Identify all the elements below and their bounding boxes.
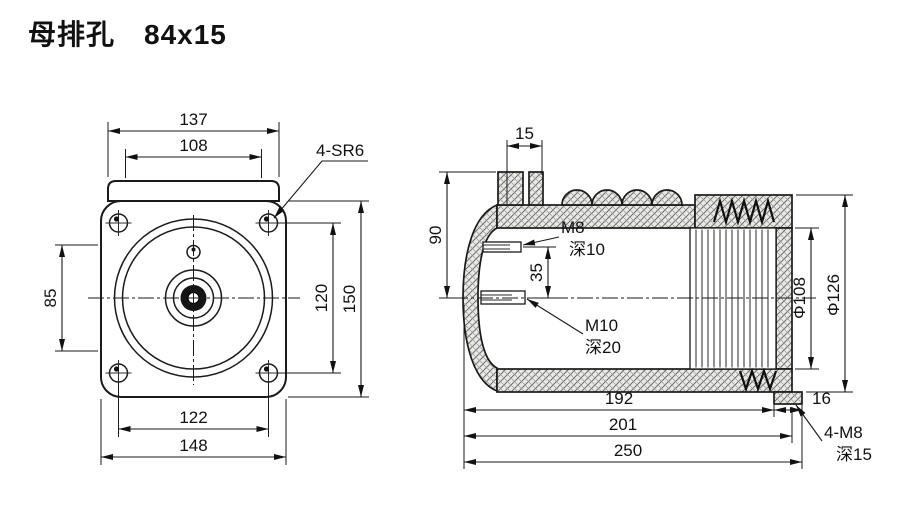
section-terminal-post — [528, 171, 544, 206]
label-corner-radius: 4-SR6 — [316, 141, 364, 160]
section-view-dimensions: 15 90 35 M8 深10 M10 深20 Φ108 — [426, 124, 872, 469]
dim-hole-spacing-v: 120 — [312, 284, 331, 312]
dim-inner-diameter: Φ108 — [790, 277, 809, 319]
label-foot-holes: 4-M8 — [824, 423, 863, 442]
front-view-centerlines — [88, 215, 300, 385]
dim-body-width: 148 — [179, 436, 207, 455]
label-m8: M8 — [561, 218, 585, 237]
flange-cap — [107, 180, 280, 202]
section-bottom-wall — [496, 368, 793, 393]
thread-symbol-top — [712, 196, 776, 227]
section-view: 15 90 35 M8 深10 M10 深20 Φ108 — [426, 124, 872, 469]
front-view-dimensions: 137 108 4-SR6 85 120 150 — [41, 110, 369, 465]
m8-hole — [482, 241, 522, 253]
dim-hole-spacing-h: 122 — [179, 408, 207, 427]
section-terminal-block — [497, 171, 524, 206]
corner-hole-top-left — [105, 210, 132, 236]
label-m10-depth: 深20 — [585, 338, 621, 357]
section-foot — [773, 391, 803, 405]
dim-length-inner: 192 — [605, 389, 633, 408]
label-m8-depth: 深10 — [569, 240, 605, 259]
label-m10: M10 — [585, 316, 618, 335]
dim-body-height: 150 — [340, 285, 359, 313]
dim-cap-width: 137 — [179, 110, 207, 129]
section-top-right-band — [694, 194, 793, 229]
section-top-wall — [496, 204, 696, 229]
dim-cap-inner-width: 108 — [179, 136, 207, 155]
dim-hole-offset: 35 — [527, 263, 546, 282]
section-view-body — [452, 171, 816, 405]
dim-foot-width: 16 — [812, 389, 831, 408]
dim-length-mid: 201 — [609, 415, 637, 434]
leader-m8 — [522, 236, 560, 246]
section-bellows — [561, 189, 683, 206]
page-title: 母排孔 84x15 — [28, 19, 227, 50]
leader-corner-radius — [273, 160, 368, 219]
label-foot-holes-depth: 深15 — [836, 445, 872, 464]
dim-upper-height: 90 — [426, 226, 445, 245]
front-view-body — [100, 180, 287, 398]
dim-length-total: 250 — [614, 441, 642, 460]
dim-terminal-width: 15 — [515, 124, 534, 143]
dim-outer-diameter: Φ126 — [824, 274, 843, 316]
front-view: 137 108 4-SR6 85 120 150 — [41, 110, 369, 465]
thread-symbol-bottom — [738, 367, 778, 393]
leader-foot-holes — [795, 404, 823, 442]
dim-side-height: 85 — [41, 289, 60, 308]
leader-m10 — [526, 298, 584, 335]
